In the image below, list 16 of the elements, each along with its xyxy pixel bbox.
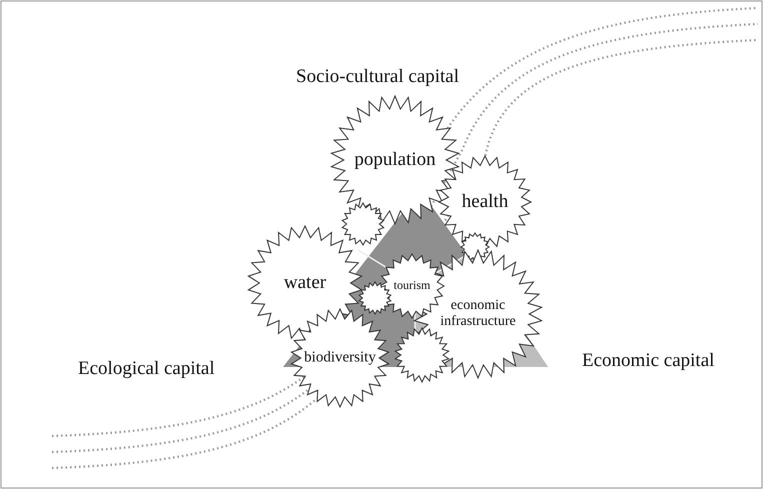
node-label: economic infrastructure [439,298,517,330]
starburst [331,96,459,224]
capital-label: Socio-cultural capital [296,66,460,88]
node-label: tourism [392,279,432,293]
starburst [342,203,384,245]
node-label: population [353,149,437,171]
node-label: health [460,191,510,213]
capital-label: Economic capital [582,350,714,372]
node-label: water [282,272,328,294]
starburst [439,156,531,248]
starburst [248,226,362,340]
starburst [359,282,391,314]
capital-label: Ecological capital [78,358,215,380]
node-label: biodiversity [303,349,377,367]
starburst [395,328,449,382]
starburst [291,309,389,407]
